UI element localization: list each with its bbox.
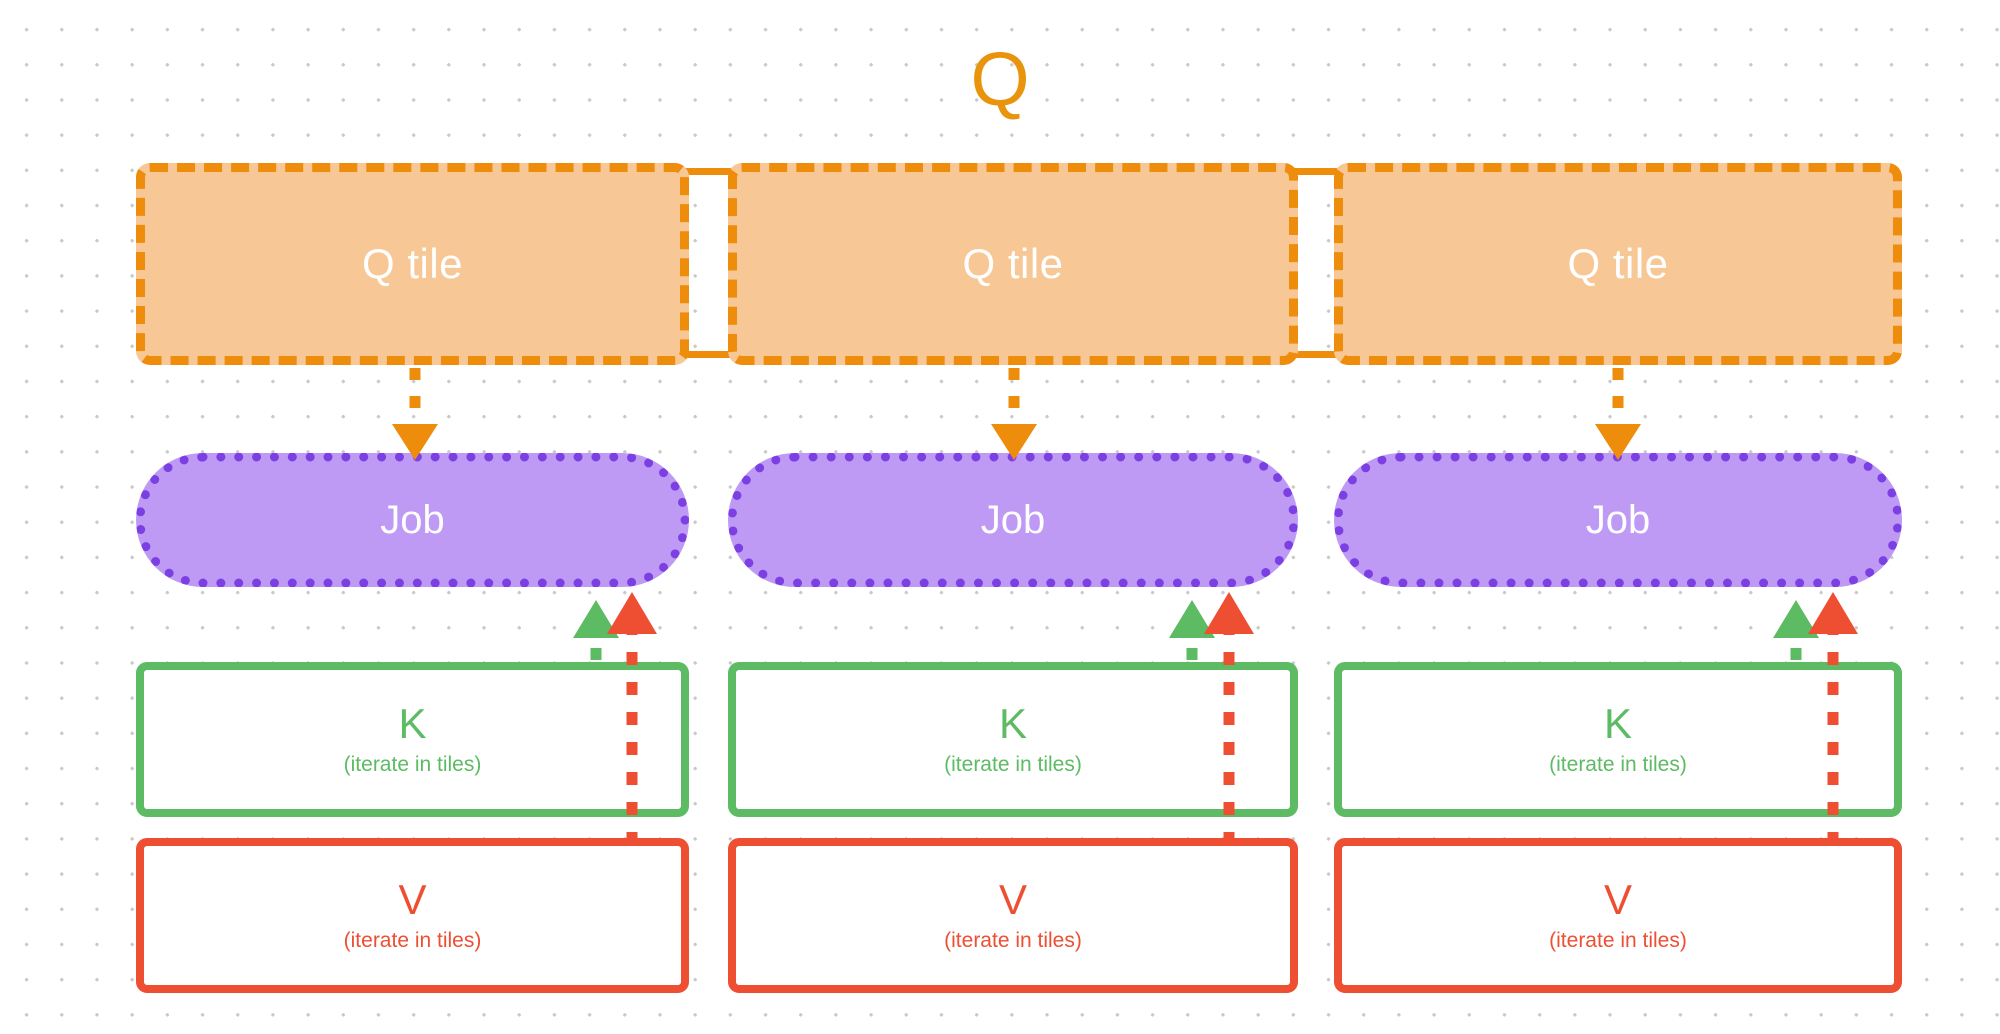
v-subtitle: (iterate in tiles) xyxy=(944,928,1082,952)
v-letter: V xyxy=(398,875,427,923)
k-letter: K xyxy=(398,699,427,747)
arrow-q-to-job-3 xyxy=(1595,368,1641,460)
q-tile-label: Q tile xyxy=(1567,240,1669,287)
v-subtitle: (iterate in tiles) xyxy=(1549,928,1687,952)
q-tile-label: Q tile xyxy=(962,240,1064,287)
k-box-3[interactable]: K (iterate in tiles) xyxy=(1334,662,1902,817)
job-label: Job xyxy=(1585,498,1651,542)
q-tile-label: Q tile xyxy=(361,240,464,287)
job-node-3[interactable]: Job xyxy=(1334,453,1902,587)
q-tile-1[interactable]: Q tile xyxy=(136,163,689,365)
v-letter: V xyxy=(1603,875,1632,923)
arrow-k-to-job-1 xyxy=(573,600,619,660)
q-tile-2[interactable]: Q tile xyxy=(728,163,1298,365)
q-tile-3[interactable]: Q tile xyxy=(1334,163,1902,365)
arrow-q-to-job-1 xyxy=(392,368,438,460)
v-box-3[interactable]: V (iterate in tiles) xyxy=(1334,838,1902,993)
job-node-2[interactable]: Job xyxy=(728,453,1298,587)
k-subtitle: (iterate in tiles) xyxy=(944,752,1082,776)
v-box-1[interactable]: V (iterate in tiles) xyxy=(136,838,689,993)
k-box-2[interactable]: K (iterate in tiles) xyxy=(728,662,1298,817)
job-label: Job xyxy=(380,498,445,542)
k-letter: K xyxy=(1603,699,1632,747)
v-letter: V xyxy=(998,875,1027,923)
k-subtitle: (iterate in tiles) xyxy=(343,752,482,776)
v-subtitle: (iterate in tiles) xyxy=(343,928,482,952)
job-label: Job xyxy=(980,498,1046,542)
k-subtitle: (iterate in tiles) xyxy=(1549,752,1687,776)
page-title: Q xyxy=(970,37,1030,122)
v-box-2[interactable]: V (iterate in tiles) xyxy=(728,838,1298,993)
arrow-k-to-job-2 xyxy=(1169,600,1215,660)
k-box-1[interactable]: K (iterate in tiles) xyxy=(136,662,689,817)
job-node-1[interactable]: Job xyxy=(136,453,689,587)
arrow-q-to-job-2 xyxy=(991,368,1037,460)
k-letter: K xyxy=(998,699,1027,747)
arrow-k-to-job-3 xyxy=(1773,600,1819,660)
